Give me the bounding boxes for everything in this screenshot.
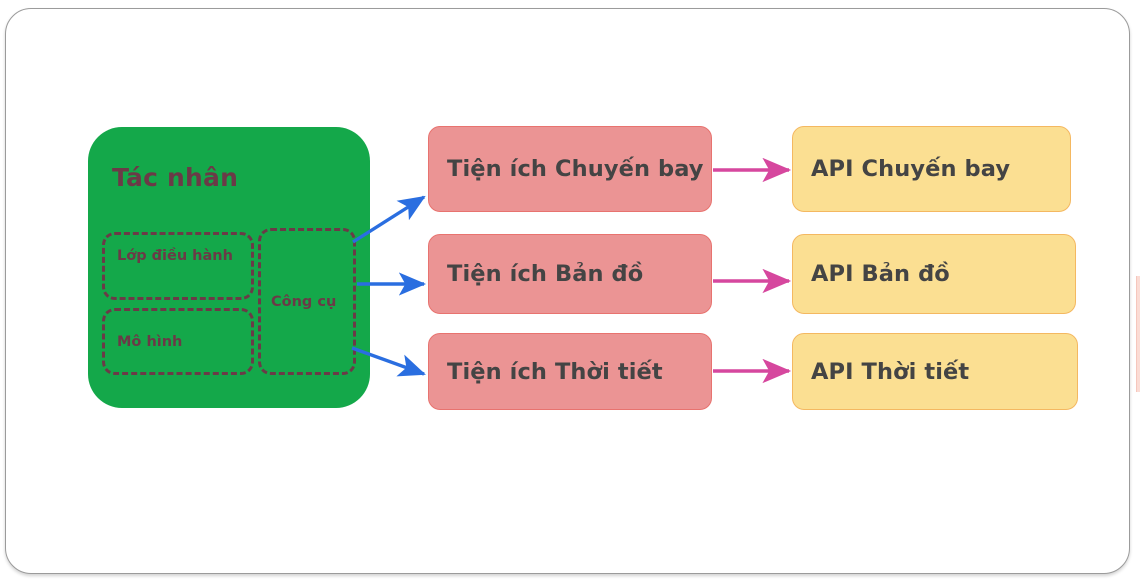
api-node-flight-label: API Chuyến bay [811,156,1011,182]
utility-node-flight-label: Tiện ích Chuyến bay [447,156,704,182]
agent-component-model[interactable]: Mô hình [102,308,254,375]
agent-component-model-label: Mô hình [117,334,183,350]
agent-component-orchestration-layer-label: Lớp điều hành [117,248,233,264]
api-node-flight[interactable]: API Chuyến bay [792,126,1071,212]
api-node-map-label: API Bản đồ [811,261,950,287]
agent-component-tools[interactable]: Công cụ [258,228,356,375]
api-node-map[interactable]: API Bản đồ [792,234,1076,314]
utility-node-map-label: Tiện ích Bản đồ [447,261,644,287]
utility-node-flight[interactable]: Tiện ích Chuyến bay [428,126,712,212]
agent-title: Tác nhân [112,163,239,192]
api-node-weather[interactable]: API Thời tiết [792,333,1078,410]
offscreen-element-sliver [1136,276,1140,392]
utility-node-weather[interactable]: Tiện ích Thời tiết [428,333,712,410]
agent-component-orchestration-layer[interactable]: Lớp điều hành [102,232,254,300]
utility-node-map[interactable]: Tiện ích Bản đồ [428,234,712,314]
utility-node-weather-label: Tiện ích Thời tiết [447,358,663,385]
agent-container[interactable]: Tác nhân Lớp điều hành Mô hình Công cụ [88,127,370,408]
agent-component-tools-label: Công cụ [271,294,337,310]
api-node-weather-label: API Thời tiết [811,358,970,385]
